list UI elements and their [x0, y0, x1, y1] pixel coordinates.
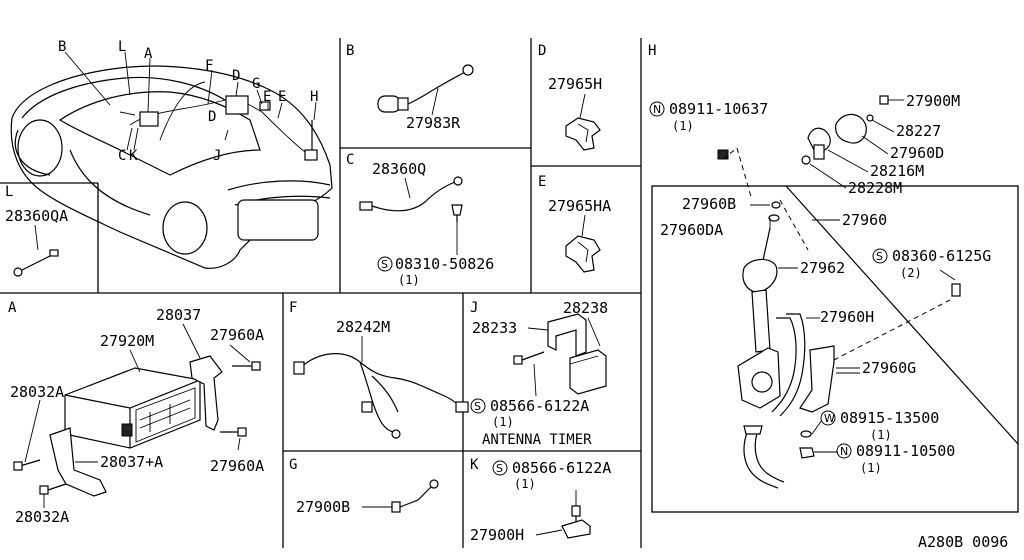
part-08310-qty: (1) — [398, 273, 420, 287]
part-28037A: 28037+A — [100, 453, 163, 471]
part-27962: 27962 — [800, 259, 845, 277]
s-symbol-08566-k-letter: S — [496, 462, 503, 475]
part-27900B-drawing — [362, 479, 439, 513]
n-symbol-08911-10637-letter: N — [653, 103, 661, 116]
part-27900M: 27900M — [906, 92, 960, 110]
s-symbol-08360-letter: S — [876, 250, 883, 263]
w-symbol-08915-letter: W — [824, 412, 835, 425]
part-27965H: 27965H — [548, 75, 602, 93]
s-symbol-08310-letter: S — [381, 258, 388, 271]
part-27965H-drawing — [565, 93, 601, 151]
s-symbol-08566-j — [470, 398, 486, 414]
part-08360-6125G: 08360-6125G — [892, 247, 991, 265]
part-28360Q: 28360Q — [372, 160, 426, 178]
overview-label-h: H — [310, 89, 318, 105]
overview-label-d1: D — [232, 68, 240, 84]
part-28242M: 28242M — [336, 318, 390, 336]
overview-label-f: F — [205, 58, 213, 74]
part-08566-6122A-k: 08566-6122A — [512, 459, 611, 477]
part-08915-13500: 08915-13500 — [840, 409, 939, 427]
part-27900H: 27900H — [470, 526, 524, 544]
car-overview — [10, 51, 333, 269]
part-27960H: 27960H — [820, 308, 874, 326]
part-08911-10500-qty: (1) — [860, 461, 882, 475]
part-27965HA-drawing — [565, 214, 601, 273]
part-08310-50826: 08310-50826 — [395, 255, 494, 273]
part-08566-6122A-j: 08566-6122A — [490, 397, 589, 415]
s-symbol-08310 — [377, 256, 393, 272]
section-label-c: C — [346, 152, 354, 168]
part-08911-10637-qty: (1) — [672, 119, 694, 133]
section-label-g: G — [289, 457, 297, 473]
overview-label-j: J — [213, 148, 221, 164]
overview-label-c: C — [118, 148, 126, 164]
part-28228M: 28228M — [848, 179, 902, 197]
part-08360-qty: (2) — [900, 266, 922, 280]
part-28032A-2: 28032A — [15, 508, 69, 526]
part-27960A-1: 27960A — [210, 326, 264, 344]
part-27960DA: 27960DA — [660, 221, 723, 239]
part-27960: 27960 — [842, 211, 887, 229]
part-27983R: 27983R — [406, 114, 461, 132]
part-27983R-drawing — [377, 64, 474, 116]
overview-label-a: A — [144, 46, 153, 62]
part-27960B: 27960B — [682, 195, 736, 213]
head-unit-drawing — [13, 323, 261, 508]
part-27920M: 27920M — [100, 332, 154, 350]
section-label-l: L — [5, 184, 13, 200]
part-27965HA: 27965HA — [548, 197, 611, 215]
s-symbol-08566-j-letter: S — [474, 400, 481, 413]
overview-label-e2: E — [278, 89, 286, 105]
section-label-k: K — [470, 457, 479, 473]
part-28216M: 28216M — [870, 162, 924, 180]
overview-label-e1: E — [263, 89, 271, 105]
s-symbol-08360 — [872, 248, 888, 264]
section-label-a: A — [8, 300, 17, 316]
part-08911-10637: 08911-10637 — [669, 100, 768, 118]
part-28227: 28227 — [896, 122, 941, 140]
part-08911-10500: 08911-10500 — [856, 442, 955, 460]
overview-label-b: B — [58, 39, 66, 55]
part-27900H-drawing — [535, 490, 591, 539]
w-symbol-08915 — [820, 410, 836, 426]
power-antenna-drawing — [717, 95, 1019, 489]
section-label-b: B — [346, 43, 354, 59]
antenna-timer-drawing — [513, 313, 607, 397]
part-27960G: 27960G — [862, 359, 916, 377]
overview-label-l: L — [118, 39, 126, 55]
part-27900B: 27900B — [296, 498, 350, 516]
section-label-e: E — [538, 174, 546, 190]
part-08566-k-qty: (1) — [514, 477, 536, 491]
part-28360Q-drawing — [359, 176, 463, 255]
section-label-d: D — [538, 43, 546, 59]
part-28233: 28233 — [472, 319, 517, 337]
overview-label-g: G — [252, 76, 260, 92]
section-label-j: J — [470, 300, 478, 316]
part-27960A-2: 27960A — [210, 457, 264, 475]
section-label-f: F — [289, 300, 297, 316]
overview-label-d2: D — [208, 109, 216, 125]
part-28360QA-drawing — [13, 224, 59, 277]
n-symbol-08911-10500 — [836, 443, 852, 459]
antenna-timer-caption: ANTENNA TIMER — [482, 432, 592, 448]
section-label-h: H — [648, 43, 656, 59]
s-symbol-08566-k — [492, 460, 508, 476]
diagram-code: A280B 0096 — [918, 533, 1008, 551]
n-symbol-08911-10500-letter: N — [840, 445, 848, 458]
n-symbol-08911-10637 — [649, 101, 665, 117]
harness-28242M-drawing — [293, 336, 469, 439]
part-28360QA: 28360QA — [5, 207, 68, 225]
panel-grid — [0, 38, 642, 548]
section-h-inner-frame — [651, 185, 1019, 513]
part-27960D: 27960D — [890, 144, 944, 162]
part-28037: 28037 — [156, 306, 201, 324]
part-28238: 28238 — [563, 299, 608, 317]
part-28032A-1: 28032A — [10, 383, 64, 401]
part-08566-j-qty: (1) — [492, 415, 514, 429]
overview-label-k: K — [129, 148, 138, 164]
part-08915-qty: (1) — [870, 428, 892, 442]
